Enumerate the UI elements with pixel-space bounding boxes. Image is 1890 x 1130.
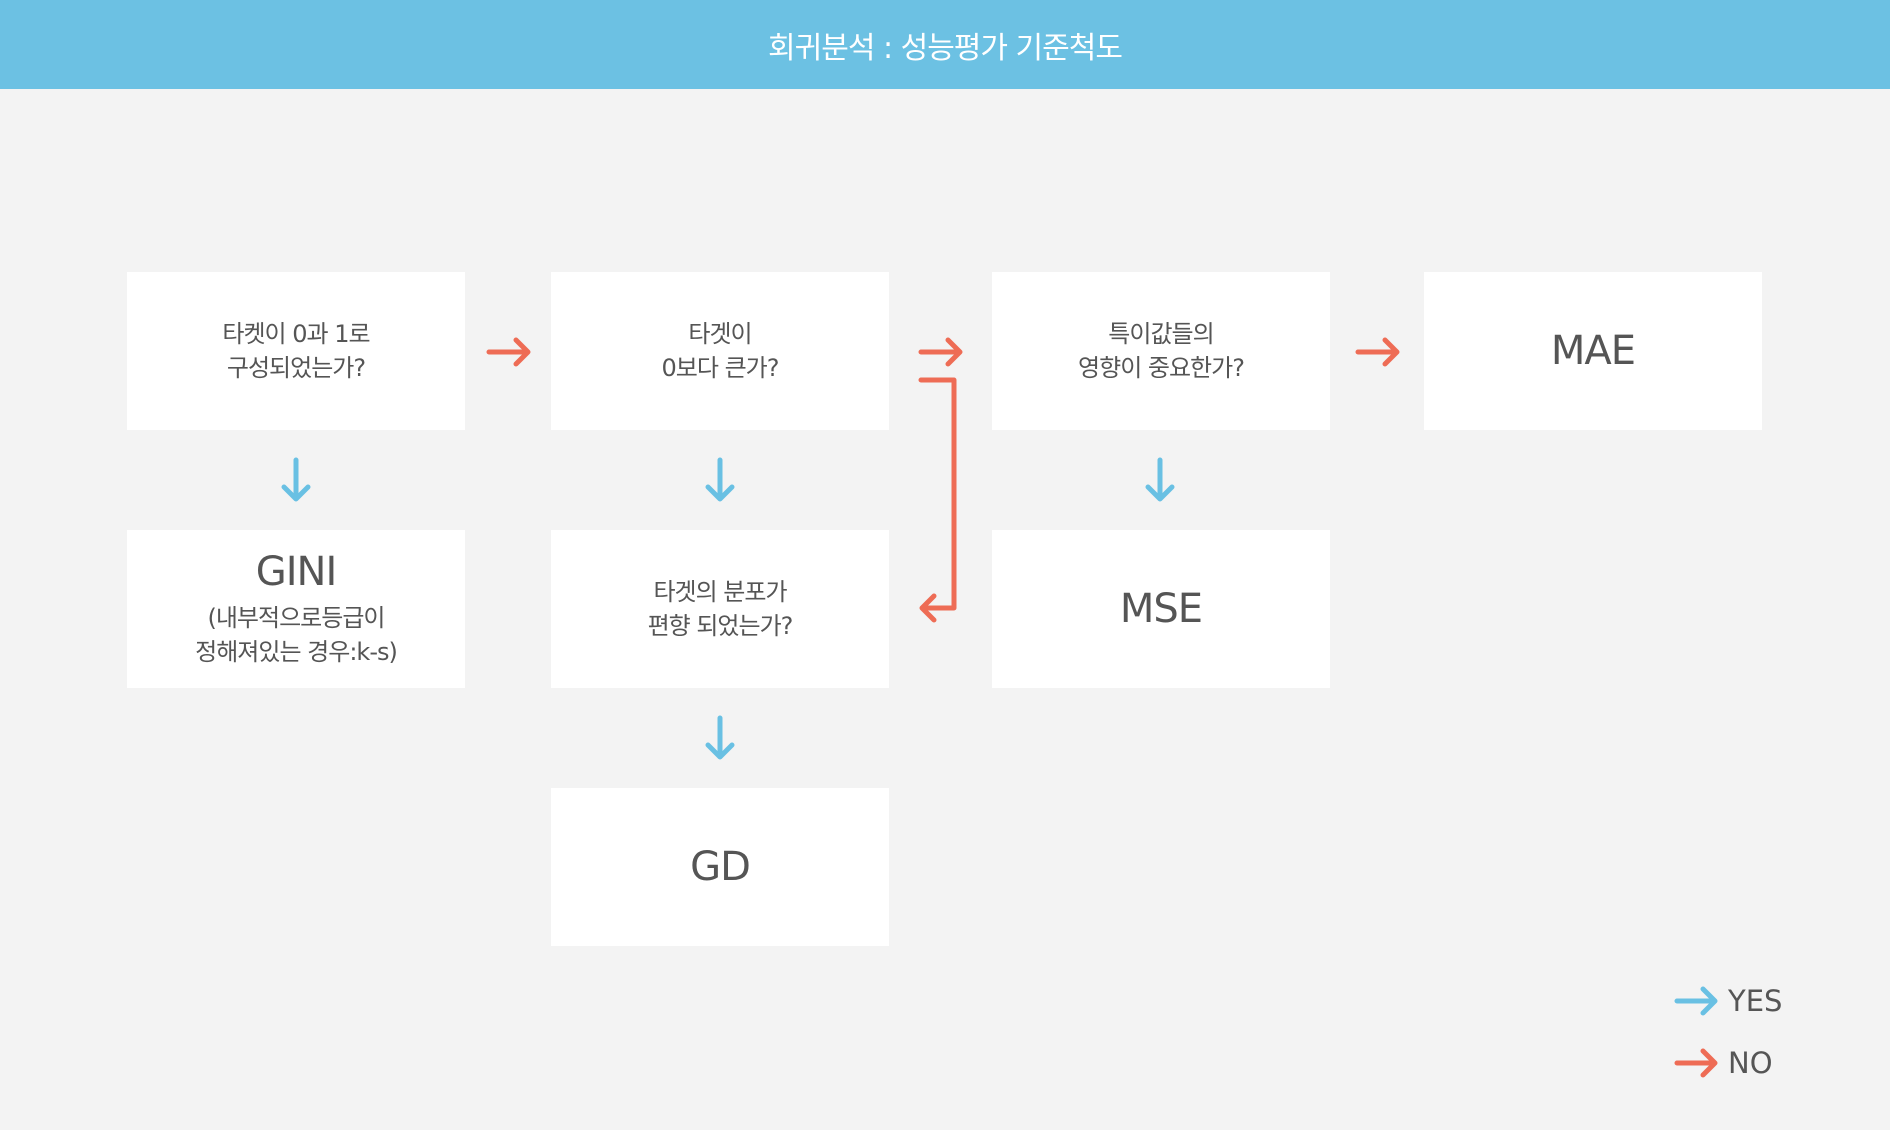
legend-yes-arrow-icon xyxy=(1674,986,1718,1016)
node-mae: MAE xyxy=(1424,272,1762,430)
no-arrow-icon xyxy=(918,337,963,367)
node-text-line: 구성되었는가? xyxy=(226,354,366,382)
page-title: 회귀분석 : 성능평가 기준척도 xyxy=(768,30,1123,66)
yes-arrow-icon xyxy=(281,457,311,502)
yes-arrow-icon xyxy=(705,457,735,502)
node-text-line: 타켓이 0과 1로 xyxy=(222,320,370,348)
yes-arrow-icon xyxy=(705,715,735,760)
metric-label: GD xyxy=(690,844,751,890)
node-target-skewed: 타겟의 분포가 편향 되었는가? xyxy=(551,530,889,688)
node-text-line: 타겟의 분포가 xyxy=(653,578,787,606)
node-text-line: 특이값들의 xyxy=(1108,320,1214,348)
metric-label: GINI xyxy=(255,549,338,595)
node-target-binary: 타켓이 0과 1로 구성되었는가? xyxy=(127,272,465,430)
node-mse: MSE xyxy=(992,530,1330,688)
node-target-positive: 타겟이 0보다 큰가? xyxy=(551,272,889,430)
node-gini: GINI (내부적으로등급이 정해져있는 경우:k-s) xyxy=(127,530,465,688)
note-line: (내부적으로등급이 xyxy=(207,604,385,632)
metric-note: (내부적으로등급이 정해져있는 경우:k-s) xyxy=(195,601,398,669)
metric-label: MAE xyxy=(1550,328,1636,374)
yes-arrow-icon xyxy=(1145,457,1175,502)
node-gd: GD xyxy=(551,788,889,946)
legend-yes-label: YES xyxy=(1728,984,1783,1018)
node-text-line: 편향 되었는가? xyxy=(647,612,794,640)
no-arrow-icon xyxy=(486,337,531,367)
metric-label: MSE xyxy=(1119,586,1203,632)
no-arrow-icon xyxy=(1355,337,1400,367)
note-line: 정해져있는 경우:k-s) xyxy=(195,638,398,666)
legend-no-label: NO xyxy=(1728,1046,1773,1080)
node-text-line: 영향이 중요한가? xyxy=(1078,354,1245,382)
node-outlier-impact: 특이값들의 영향이 중요한가? xyxy=(992,272,1330,430)
node-text-line: 타겟이 xyxy=(688,320,752,348)
legend-no-arrow-icon xyxy=(1674,1048,1718,1078)
node-text-line: 0보다 큰가? xyxy=(661,354,780,382)
no-bent-arrow-icon xyxy=(918,377,957,623)
title-bar: 회귀분석 : 성능평가 기준척도 xyxy=(0,0,1890,89)
